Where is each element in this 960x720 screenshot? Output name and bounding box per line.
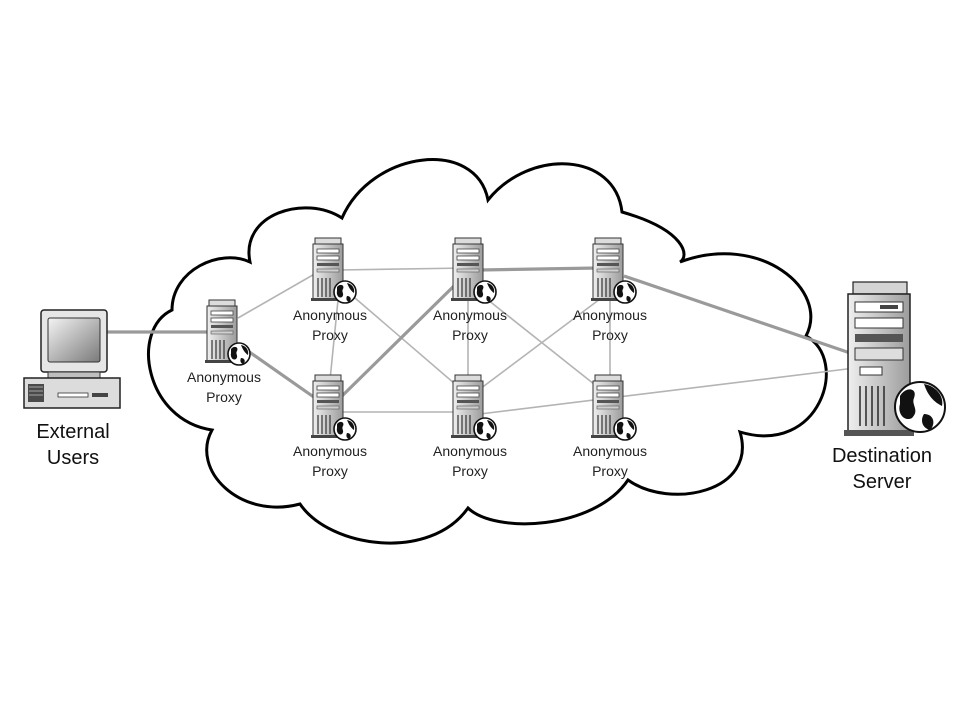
proxy-label-line1: Anonymous	[293, 307, 367, 323]
destination-server-label-line1: Destination	[832, 445, 932, 467]
proxy-label-line1: Anonymous	[433, 443, 507, 459]
destination-server-label-line2: Server	[853, 471, 912, 493]
external-users-label-line2: Users	[47, 447, 99, 469]
proxy-node: Anonymous Proxy	[433, 374, 507, 479]
external-users-label-line1: External	[36, 421, 109, 443]
proxy-label-line2: Proxy	[452, 327, 488, 343]
network-links	[237, 267, 856, 415]
proxy-label-line2: Proxy	[312, 463, 348, 479]
proxy-label-line2: Proxy	[206, 389, 242, 405]
link-p1-p2	[337, 267, 469, 271]
link-p1-p4	[329, 299, 339, 381]
anonymous-route	[105, 266, 857, 402]
proxy-label-line2: Proxy	[452, 463, 488, 479]
proxy-label-line2: Proxy	[592, 327, 628, 343]
link-p1-p5	[347, 291, 463, 391]
link-p5-server	[479, 367, 856, 415]
proxy-node: Anonymous Proxy	[433, 237, 507, 343]
proxy-label-line1: Anonymous	[293, 443, 367, 459]
destination-server-icon	[844, 281, 914, 436]
proxy-label-line2: Proxy	[312, 327, 348, 343]
proxy-label-line2: Proxy	[592, 463, 628, 479]
proxy-node: Anonymous Proxy	[187, 299, 261, 405]
proxy-node: Anonymous Proxy	[573, 237, 647, 343]
globe-icon	[894, 381, 946, 433]
proxy-node: Anonymous Proxy	[573, 374, 647, 479]
link-p3-p5	[475, 295, 605, 393]
link-p0-p1	[237, 271, 319, 319]
proxy-label-line1: Anonymous	[573, 443, 647, 459]
proxy-label-line1: Anonymous	[433, 307, 507, 323]
link-p2-p6	[477, 291, 605, 393]
proxy-node: Anonymous Proxy	[293, 237, 367, 343]
proxy-label-line1: Anonymous	[573, 307, 647, 323]
external-user-computer-icon	[23, 309, 121, 409]
proxy-label-line1: Anonymous	[187, 369, 261, 385]
proxy-node: Anonymous Proxy	[293, 374, 367, 479]
